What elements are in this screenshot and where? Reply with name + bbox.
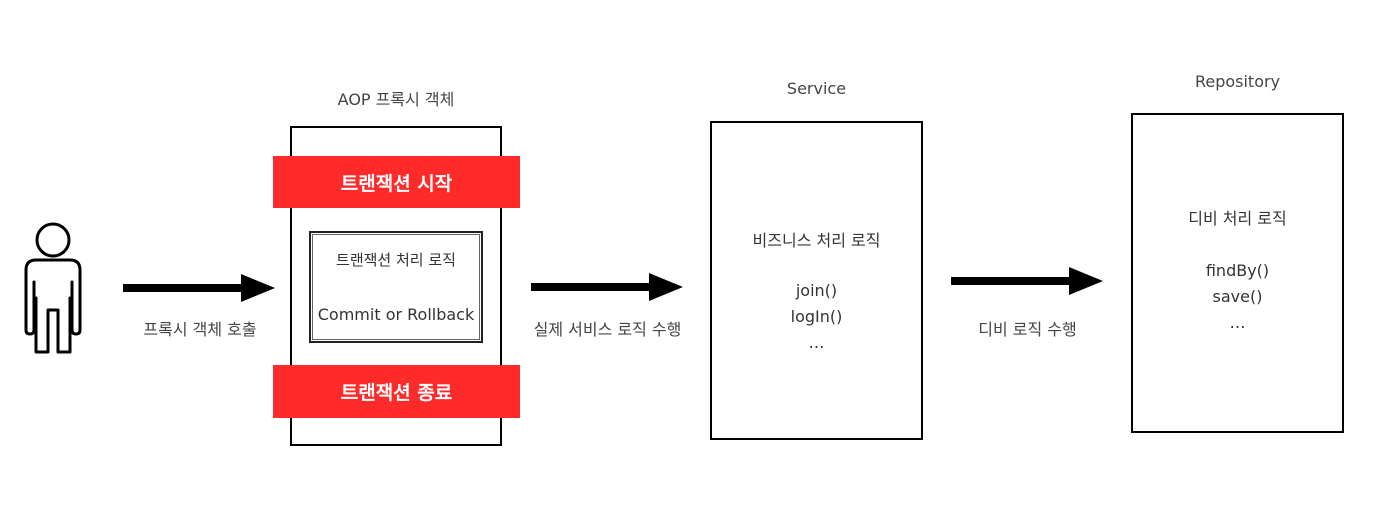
call-label: 프록시 객체 호출 — [143, 320, 257, 339]
repository-box: 디비 처리 로직 findBy() save() … — [1131, 113, 1344, 433]
transaction-start-label: 트랜잭션 시작 — [340, 172, 453, 195]
repository-heading: 디비 처리 로직 — [1188, 209, 1287, 228]
repository-method-more: … — [1229, 313, 1246, 332]
service-title: Service — [786, 79, 847, 98]
repository-arrow — [951, 267, 1103, 295]
proxy-title: AOP 프록시 객체 — [337, 90, 455, 109]
transaction-end-band: 트랜잭션 종료 — [273, 365, 520, 418]
repository-method-save: save() — [1212, 287, 1263, 306]
service-method-login: logIn() — [790, 307, 843, 326]
repository-method-findby: findBy() — [1205, 261, 1270, 280]
service-heading: 비즈니스 처리 로직 — [752, 231, 881, 250]
transaction-logic-box: 트랜잭션 처리 로직 Commit or Rollback — [309, 231, 483, 343]
person-icon — [24, 222, 82, 354]
call-arrow — [123, 274, 275, 302]
repository-call-label: 디비 로직 수행 — [978, 320, 1077, 339]
service-method-more: … — [808, 333, 825, 352]
transaction-end-label: 트랜잭션 종료 — [340, 382, 453, 404]
service-arrow — [531, 273, 683, 301]
commit-rollback-label: Commit or Rollback — [317, 305, 475, 324]
repository-title: Repository — [1194, 72, 1281, 91]
service-box: 비즈니스 처리 로직 join() logIn() … — [710, 121, 923, 440]
transaction-logic-label: 트랜잭션 처리 로직 — [336, 251, 456, 269]
transaction-start-band: 트랜잭션 시작 — [273, 156, 520, 208]
service-call-label: 실제 서비스 로직 수행 — [533, 320, 682, 339]
service-method-join: join() — [795, 281, 838, 300]
